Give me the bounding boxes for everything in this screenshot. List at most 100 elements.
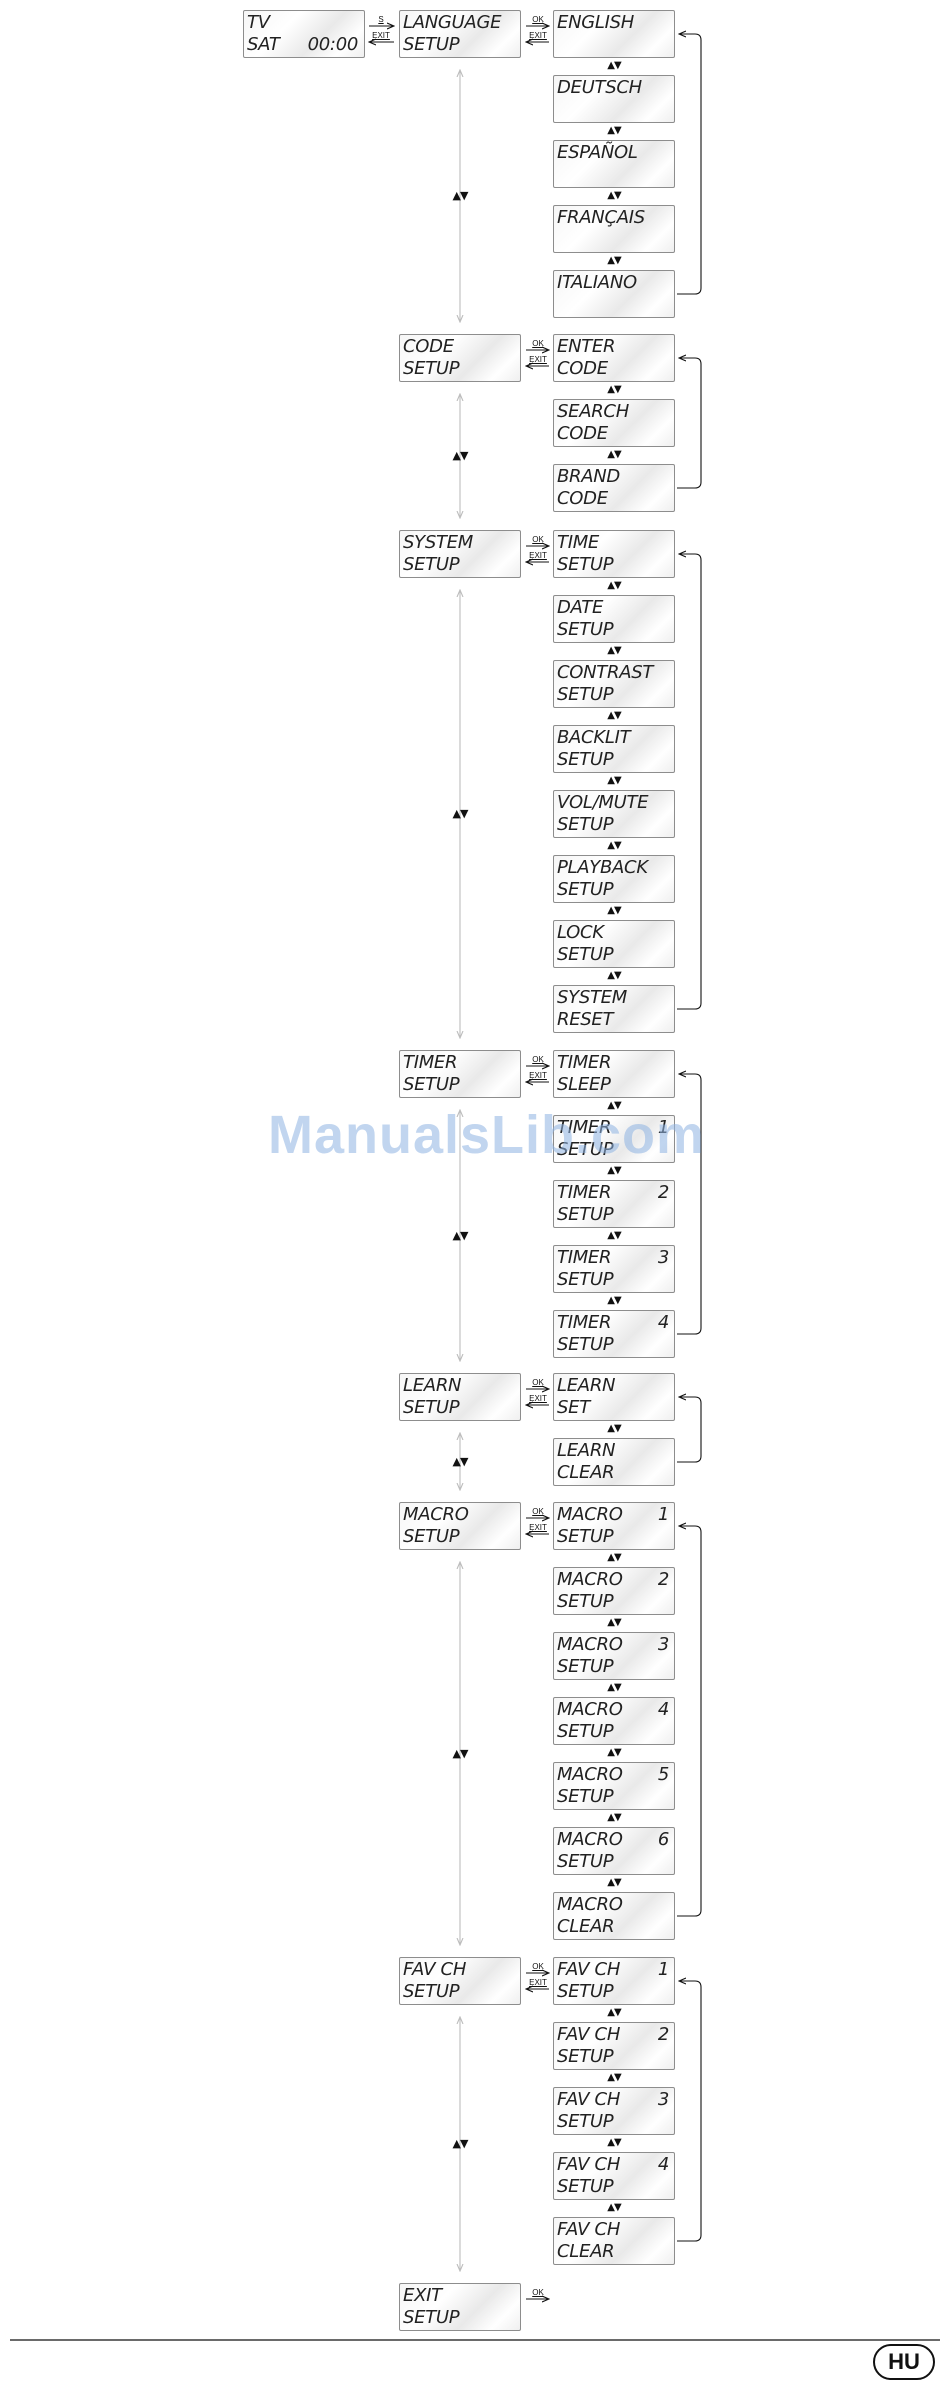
system-item-8-line2: RESET [557,1009,614,1030]
system-exit-label: EXIT [529,551,547,560]
menu-nav-arrows-5: ▲▼ [452,1454,469,1468]
favch-item-5-line2: CLEAR [557,2241,615,2262]
system-menu-line1: SYSTEM [403,532,473,553]
system-menu-line2: SETUP [403,554,460,575]
language-item-4-line1: FRANÇAIS [557,207,645,228]
favch-item-3-line2: SETUP [557,2111,614,2132]
macro-item-1-number: 1 [657,1504,669,1525]
start-exit-label: EXIT [372,31,390,40]
timer-nav-arrows-4: ▲▼ [607,1295,621,1306]
system-item-4-line2: SETUP [557,749,614,770]
code-item-1-line2: CODE [557,358,608,379]
language-item-5-line1: ITALIANO [557,272,637,293]
favch-ok-label: OK [532,1962,544,1971]
system-item-5-line1: VOL/MUTE [557,792,649,813]
code-item-1-line1: ENTER [557,336,616,357]
language-item-1: ENGLISH [553,10,675,58]
timer-item-3-line1: TIMER [557,1182,612,1203]
exit-ok-label: OK [532,2288,544,2297]
macro-item-3-line2: SETUP [557,1656,614,1677]
timer-item-2-line2: SETUP [557,1139,614,1160]
timer-item-2-line1: TIMER [557,1117,612,1138]
exit-menu-line1: EXIT [403,2285,442,2306]
system-item-5-line2: SETUP [557,814,614,835]
macro-nav-arrows-2: ▲▼ [607,1617,621,1628]
learn-item-1-line2: SET [557,1397,590,1418]
favch-item-4-line2: SETUP [557,2176,614,2197]
code-menu-line2: SETUP [403,358,460,379]
system-nav-arrows-6: ▲▼ [607,905,621,916]
macro-loop-bracket [677,1526,702,1917]
favch-item-1-number: 1 [657,1959,669,1980]
favch-item-3-line1: FAV CH [557,2089,621,2110]
macro-item-2-line1: MACRO [557,1569,623,1590]
macro-item-7-line2: CLEAR [557,1916,615,1937]
macro-item-4-line2: SETUP [557,1721,614,1742]
code-nav-arrows-1: ▲▼ [607,384,621,395]
system-item-6-line2: SETUP [557,879,614,900]
macro-nav-arrows-1: ▲▼ [607,1552,621,1563]
macro-item-1-line2: SETUP [557,1526,614,1547]
learn-item-2-line1: LEARN [557,1440,616,1461]
watermark-text: ManualsLib.com [268,1105,706,1165]
timer-item-4-number: 3 [657,1247,669,1268]
language-item-3: ESPAÑOL [553,140,675,188]
favch-item-2-line1: FAV CH [557,2024,621,2045]
timer-menu-line1: TIMER [403,1052,458,1073]
language-nav-arrows-4: ▲▼ [607,255,621,266]
system-item-7-line2: SETUP [557,944,614,965]
macro-exit-label: EXIT [529,1523,547,1532]
favch-item-5-line1: FAV CH [557,2219,621,2240]
macro-item-5-line1: MACRO [557,1764,623,1785]
learn-item-1-line1: LEARN [557,1375,616,1396]
macro-item-6-line2: SETUP [557,1851,614,1872]
language-badge: HU [873,2344,935,2380]
timer-exit-label: EXIT [529,1071,547,1080]
timer-loop-bracket [677,1074,702,1335]
code-loop-bracket [677,358,702,489]
learn-menu-line2: SETUP [403,1397,460,1418]
language-nav-arrows-1: ▲▼ [607,60,621,71]
timer-item-3-line2: SETUP [557,1204,614,1225]
system-nav-arrows-3: ▲▼ [607,710,621,721]
favch-menu-line2: SETUP [403,1981,460,2002]
macro-item-5-number: 5 [657,1764,669,1785]
macro-ok-label: OK [532,1507,544,1516]
language-exit-label: EXIT [529,31,547,40]
favch-item-2-line2: SETUP [557,2046,614,2067]
macro-item-3-number: 3 [657,1634,669,1655]
macro-nav-arrows-3: ▲▼ [607,1682,621,1693]
macro-item-5-line2: SETUP [557,1786,614,1807]
code-menu-line1: CODE [403,336,454,357]
favch-nav-arrows-1: ▲▼ [607,2007,621,2018]
macro-item-4-line1: MACRO [557,1699,623,1720]
code-ok-label: OK [532,339,544,348]
favch-menu-line1: FAV CH [403,1959,467,1980]
favch-item-4-number: 4 [657,2154,669,2175]
system-item-6-line1: PLAYBACK [557,857,648,878]
macro-nav-arrows-6: ▲▼ [607,1877,621,1888]
